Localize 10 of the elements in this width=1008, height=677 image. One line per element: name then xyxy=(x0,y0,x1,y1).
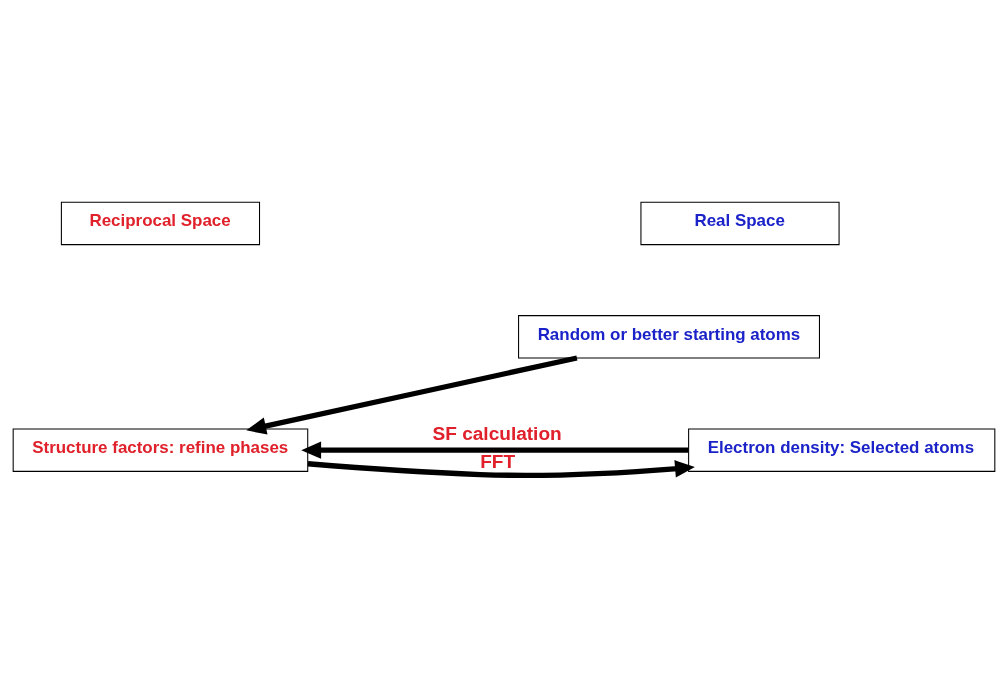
arrow xyxy=(301,440,689,459)
node-box: Random or better starting atoms xyxy=(518,314,820,358)
node-box: Real Space xyxy=(640,201,840,245)
node-box: Structure factors: refine phases xyxy=(12,427,309,472)
arrow xyxy=(246,354,578,435)
arrow xyxy=(307,459,695,478)
edge-label: FFT xyxy=(480,450,516,472)
edge-label: SF calculation xyxy=(432,422,562,444)
node-box: Reciprocal Space xyxy=(60,201,261,245)
node-box: Electron density: Selected atoms xyxy=(688,427,996,472)
